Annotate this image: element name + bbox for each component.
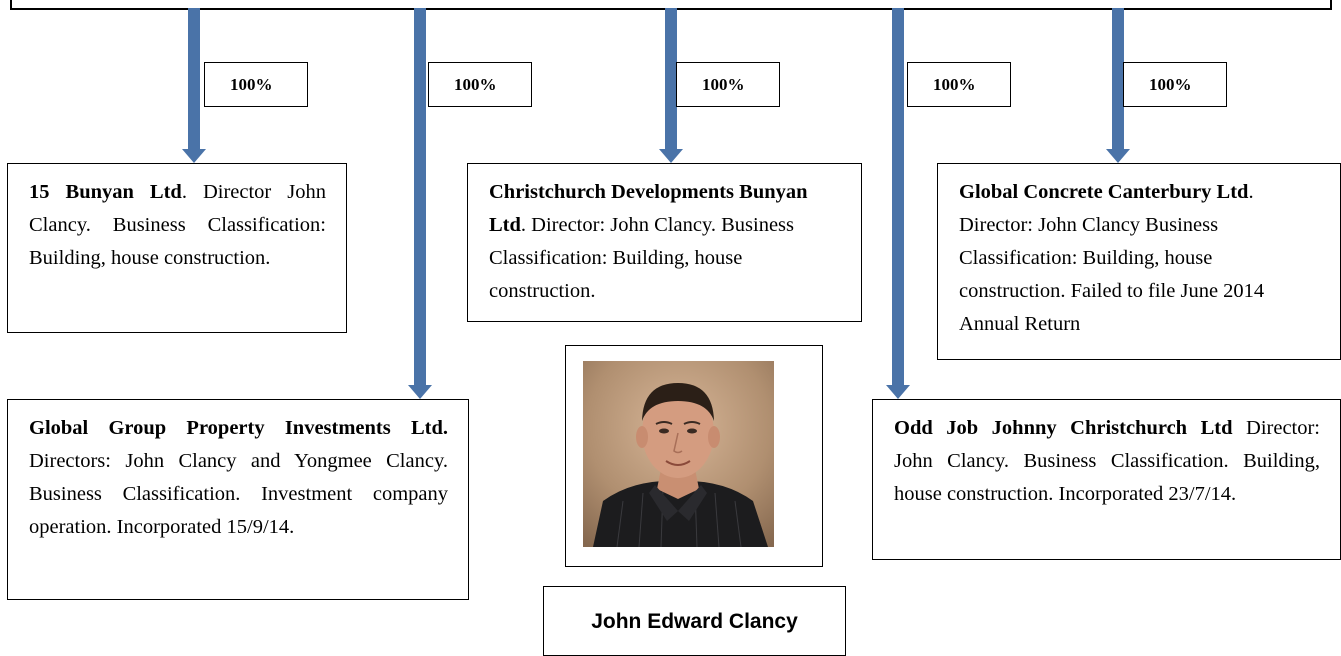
arrow-to-christchurch-developments — [659, 8, 683, 163]
company-name: Christchurch Developments Bunyan Ltd — [489, 181, 808, 236]
company-details: . Director: John Clancy. Business Classi… — [489, 214, 795, 302]
company-box-odd-job-johnny: Odd Job Johnny Christchurch Ltd Director… — [872, 399, 1341, 560]
company-details: . Director: John Clancy Business Classif… — [959, 181, 1265, 335]
ownership-percent-label: 100% — [1123, 62, 1227, 107]
company-name: 15 Bunyan Ltd — [29, 181, 182, 203]
ownership-percent-label: 100% — [907, 62, 1011, 107]
company-details: Directors: John Clancy and Yongmee Clanc… — [29, 450, 448, 538]
company-box-15-bunyan: 15 Bunyan Ltd. Director John Clancy. Bus… — [7, 163, 347, 333]
company-details: . Director John Clancy. Business Classif… — [29, 181, 326, 269]
arrow-to-odd-job-johnny — [886, 8, 910, 399]
ownership-percent-label: 100% — [428, 62, 532, 107]
company-name: Odd Job Johnny Christchurch Ltd — [894, 417, 1233, 439]
person-name: John Edward Clancy — [591, 610, 798, 633]
person-photo — [583, 361, 774, 547]
company-box-global-concrete: Global Concrete Canterbury Ltd. Director… — [937, 163, 1341, 360]
person-name-box: John Edward Clancy — [543, 586, 846, 656]
arrow-to-15-bunyan — [182, 8, 206, 163]
company-name: Global Concrete Canterbury Ltd — [959, 181, 1249, 203]
company-details: Director: John Clancy. Business Classifi… — [894, 417, 1321, 505]
arrow-to-global-concrete — [1106, 8, 1130, 163]
company-box-global-group: Global Group Property Investments Ltd. D… — [7, 399, 469, 600]
ownership-percent-label: 100% — [204, 62, 308, 107]
company-name: Global Group Property Investments Ltd. — [29, 417, 448, 439]
ownership-percent-label: 100% — [676, 62, 780, 107]
portrait-image — [583, 361, 774, 547]
company-box-christchurch-developments: Christchurch Developments Bunyan Ltd. Di… — [467, 163, 862, 322]
arrow-to-global-group — [408, 8, 432, 399]
person-photo-frame — [565, 345, 823, 567]
